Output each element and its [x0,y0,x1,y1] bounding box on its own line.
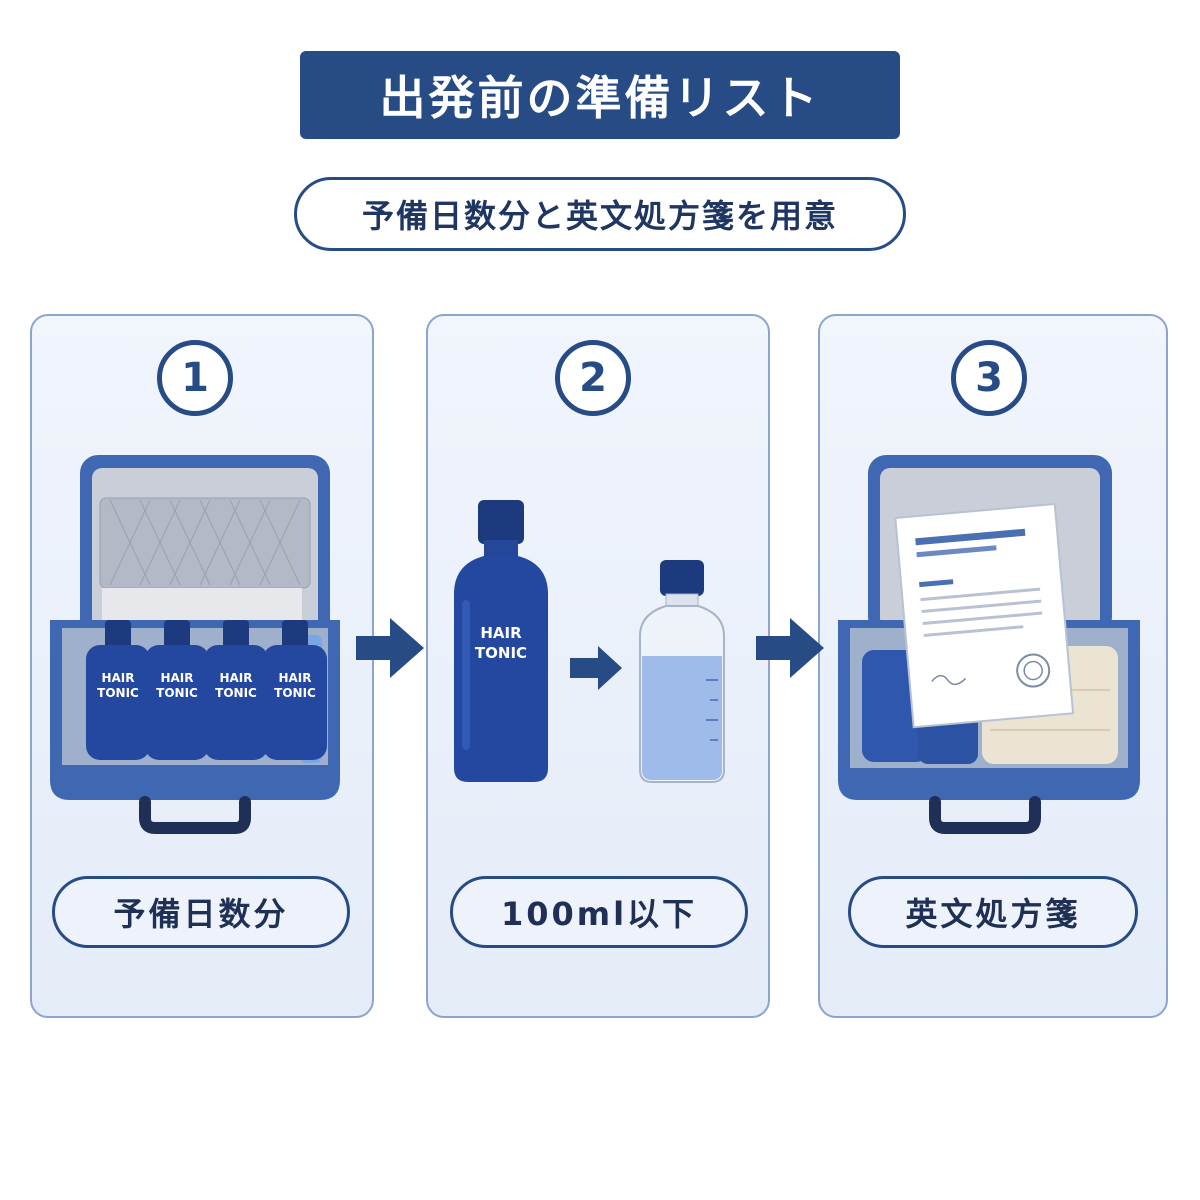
step-label-1: 予備日数分 [52,876,350,948]
bottle-label-3-line2: TONIC [215,686,257,700]
step-label-3: 英文処方箋 [848,876,1138,948]
step-number-2: 2 [555,340,631,416]
bottle-label-3-line1: HAIR [219,671,252,685]
bottle-label-4-line2: TONIC [274,686,316,700]
bottle-label-1-line2: TONIC [97,686,139,700]
bottle-label-large-line2: TONIC [475,644,527,662]
suitcase-with-prescription-icon [838,455,1140,834]
arrow-right-icon [756,618,824,678]
bottle-transfer-icon: HAIR TONIC [454,500,725,783]
suitcase-with-bottles-icon: HAIR TONIC HAIR TONIC HAIR TONIC HAIR TO… [50,455,340,834]
bottle-label-2-line2: TONIC [156,686,198,700]
step-label-2: 100ml以下 [450,876,748,948]
step-number-3: 3 [951,340,1027,416]
page-subtitle: 予備日数分と英文処方箋を用意 [294,177,906,251]
bottle-label-1-line1: HAIR [101,671,134,685]
bottle-label-2-line1: HAIR [160,671,193,685]
bottle-label-large-line1: HAIR [480,624,522,642]
bottle-label-4-line1: HAIR [278,671,311,685]
page-title: 出発前の準備リスト [300,51,900,139]
arrow-right-icon [356,618,424,678]
step-number-1: 1 [157,340,233,416]
